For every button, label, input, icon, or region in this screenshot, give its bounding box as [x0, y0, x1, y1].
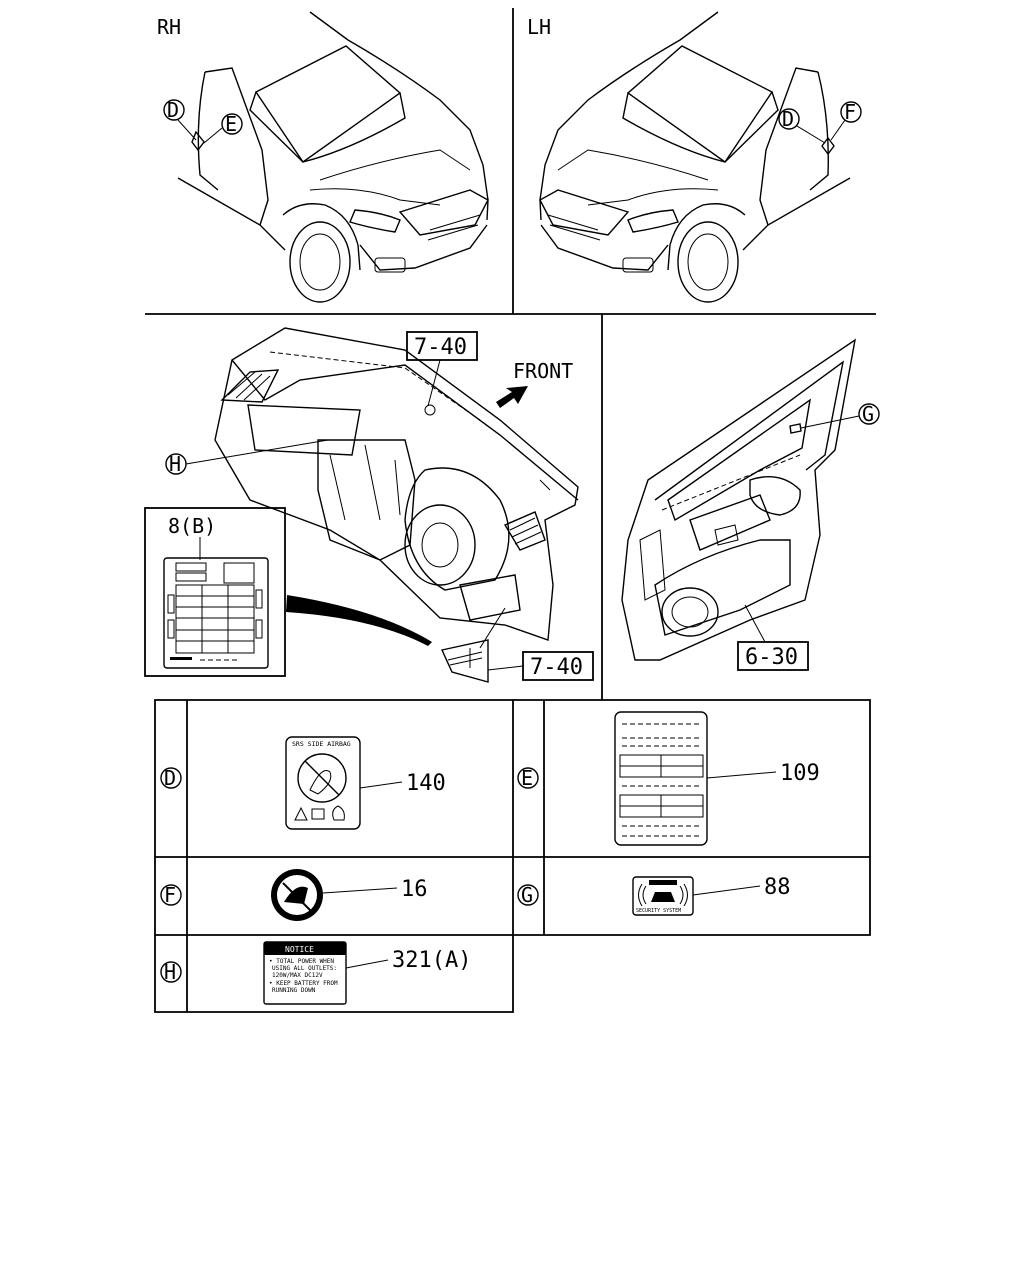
- rh-view-label: RH: [157, 15, 181, 39]
- svg-text:USING ALL OUTLETS:: USING ALL OUTLETS:: [272, 965, 337, 972]
- callout-e-left: E: [203, 112, 243, 144]
- warning-triangle-icon: [294, 806, 308, 821]
- front-indicator: FRONT: [496, 359, 573, 408]
- label-srs-side-airbag: SRS SIDE AIRBAG: [285, 736, 361, 830]
- front-arrow-icon: [496, 386, 528, 408]
- svg-text:F: F: [844, 100, 856, 124]
- callout-h: H: [165, 439, 329, 476]
- svg-text:109: 109: [780, 761, 820, 786]
- svg-text:G: G: [862, 402, 874, 426]
- svg-text:NOTICE: NOTICE: [285, 945, 314, 954]
- label-e-fuse-table: [614, 711, 708, 846]
- table-row-h: H NOTICE • TOTAL POWER WHEN USING ALL OU…: [160, 941, 471, 1005]
- svg-text:88: 88: [764, 875, 791, 900]
- vehicle-lh-drawing: [539, 11, 851, 303]
- svg-text:140: 140: [406, 771, 446, 796]
- fuse-label-inset: 8(B): [144, 507, 432, 677]
- svg-text:D: D: [782, 107, 794, 131]
- svg-text:120W/MAX DC12V: 120W/MAX DC12V: [272, 972, 323, 979]
- ref-7-40-bottom: 7-40: [487, 651, 594, 681]
- table-row-f: F 16: [160, 869, 428, 921]
- callout-f-right: F: [830, 100, 862, 141]
- svg-text:H: H: [164, 960, 176, 984]
- table-row-g: G SECURITY SYSTEM 88: [517, 875, 791, 916]
- ref-6-30: 6-30: [737, 604, 809, 671]
- svg-text:8(B): 8(B): [168, 514, 216, 538]
- svg-text:321(A): 321(A): [392, 948, 471, 973]
- svg-text:SRS SIDE AIRBAG: SRS SIDE AIRBAG: [292, 740, 351, 748]
- callout-g: G: [800, 402, 880, 429]
- svg-text:16: 16: [401, 877, 428, 902]
- table-row-d: D SRS SIDE AIRBAG 140: [160, 736, 446, 830]
- inset-pointer-arrow: [286, 595, 432, 646]
- svg-text:FRONT: FRONT: [513, 359, 573, 383]
- svg-text:RUNNING DOWN: RUNNING DOWN: [272, 987, 316, 994]
- svg-text:H: H: [169, 452, 181, 476]
- svg-text:SECURITY SYSTEM: SECURITY SYSTEM: [636, 908, 681, 914]
- label-security-system: SECURITY SYSTEM: [632, 876, 694, 916]
- svg-text:• TOTAL POWER WHEN: • TOTAL POWER WHEN: [269, 958, 334, 965]
- label-f-round-airbag: [271, 869, 323, 921]
- vehicle-rh-drawing: [177, 11, 489, 303]
- car-signal-icon: [651, 892, 675, 902]
- manual-book-icon: [311, 808, 325, 820]
- fuse-grid: [167, 562, 263, 661]
- svg-text:• KEEP BATTERY FROM: • KEEP BATTERY FROM: [269, 980, 338, 987]
- svg-text:E: E: [225, 112, 237, 136]
- label-notice-power: NOTICE • TOTAL POWER WHEN USING ALL OUTL…: [263, 941, 347, 1005]
- instrument-panel-drawing: [214, 327, 579, 641]
- callout-d-left: D: [163, 98, 197, 141]
- lh-view-label: LH: [527, 15, 551, 39]
- ref-7-40-top: 7-40: [406, 331, 478, 407]
- door-drawing: [621, 338, 856, 661]
- svg-text:D: D: [167, 98, 179, 122]
- child-seat-icon: [332, 805, 345, 821]
- svg-text:E: E: [521, 766, 533, 790]
- svg-text:F: F: [164, 883, 176, 907]
- table-row-e: E 109: [517, 711, 820, 846]
- svg-text:6-30: 6-30: [745, 645, 798, 670]
- svg-text:7-40: 7-40: [530, 655, 583, 680]
- parts-table: [154, 699, 871, 1013]
- svg-text:D: D: [164, 766, 176, 790]
- bin-drawing: [441, 607, 506, 683]
- svg-text:7-40: 7-40: [414, 335, 467, 360]
- callout-d-right: D: [778, 107, 826, 144]
- svg-text:G: G: [521, 883, 533, 907]
